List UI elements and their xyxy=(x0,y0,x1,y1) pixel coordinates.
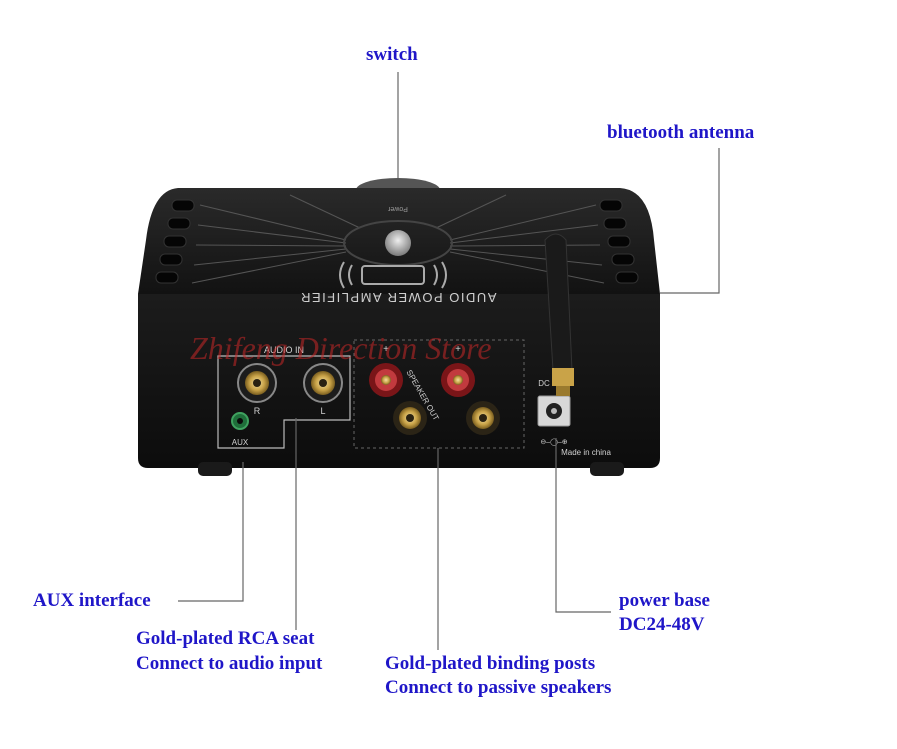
aux-text: AUX xyxy=(232,438,249,447)
label-posts-line2: Connect to passive speakers xyxy=(385,677,612,698)
label-posts-line1: Gold-plated binding posts xyxy=(385,653,596,674)
vent-slots xyxy=(155,199,639,284)
foot-right xyxy=(590,462,624,476)
rca-l-text: L xyxy=(320,406,325,416)
label-bluetooth-antenna: bluetooth antenna xyxy=(607,122,755,143)
label-aux-interface: AUX interface xyxy=(33,590,151,611)
leader-power xyxy=(555,438,611,613)
rca-jack-right xyxy=(237,363,277,403)
power-knob xyxy=(385,230,411,256)
label-switch: switch xyxy=(366,44,418,65)
plus-left-text: + xyxy=(383,344,389,355)
label-rca-line1: Gold-plated RCA seat xyxy=(136,628,315,649)
dc-symbol-text: ⊖–◯–⊕ xyxy=(540,438,567,446)
sunburst-lines xyxy=(191,194,605,284)
plus-right-text: + xyxy=(455,344,461,355)
binding-post-red-left xyxy=(369,363,403,397)
label-rca-line2: Connect to audio input xyxy=(136,653,323,674)
audio-in-frame xyxy=(217,355,351,449)
foot-left xyxy=(198,462,232,476)
bluetooth-antenna xyxy=(544,233,574,396)
label-power-line1: power base xyxy=(619,590,710,611)
binding-post-red-right xyxy=(441,363,475,397)
binding-post-black-left xyxy=(393,401,427,435)
leader-antenna xyxy=(660,148,720,294)
power-text: Power xyxy=(387,205,408,212)
rca-jack-left xyxy=(303,363,343,403)
made-in-text: Made in china xyxy=(561,448,611,457)
dc-text: DC xyxy=(538,379,550,388)
top-amplifier-text: AUDIO POWER AMPLIFIER xyxy=(300,290,497,305)
leader-aux xyxy=(178,462,244,602)
rca-r-text: R xyxy=(254,406,261,416)
speaker-out-frame xyxy=(353,339,525,449)
bt-logo xyxy=(339,261,447,289)
audio-in-text: AUDIO IN xyxy=(264,345,304,355)
binding-post-black-right xyxy=(466,401,500,435)
label-power-line2: DC24-48V xyxy=(619,614,705,635)
store-watermark: Zhifeng Direction Store xyxy=(190,330,492,366)
